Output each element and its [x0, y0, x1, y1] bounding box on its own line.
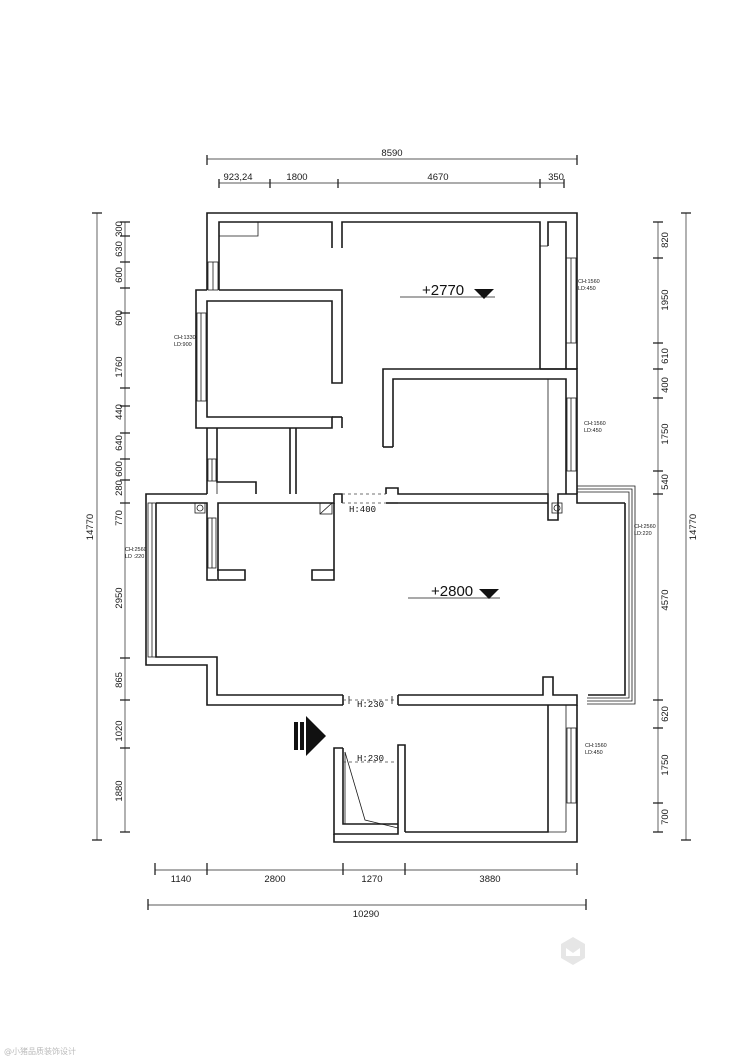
dim-left-seg: 2950 — [114, 587, 125, 608]
bay-window-right — [577, 485, 636, 705]
dim-right-seg: 1750 — [660, 754, 671, 775]
dim-right-seg: 540 — [660, 474, 671, 490]
dim-left-seg: 1880 — [114, 780, 125, 801]
dim-left-seg: 600 — [114, 461, 125, 477]
walls — [145, 212, 626, 843]
window-labels: CH:1560 LD:450 CH:1330 LD:900 CH:1560 LD… — [125, 279, 656, 756]
dim-bottom-seg-1: 1140 — [171, 874, 191, 885]
dim-bottom-seg-4: 3880 — [479, 874, 500, 885]
entrance-arrow-icon — [294, 716, 326, 756]
bottom-dimensions: 1140 2800 1270 3880 10290 — [147, 863, 587, 920]
watermark-text: @小猪品质装饰设计 — [4, 1046, 76, 1056]
dim-left-seg: 1760 — [114, 356, 125, 377]
dim-left-seg: 600 — [114, 267, 125, 283]
window-label: CH:1560 — [578, 279, 600, 285]
dim-bottom-seg-3: 1270 — [361, 874, 382, 885]
opening-corridor-label: H:400 — [349, 505, 376, 515]
dim-right-seg: 820 — [660, 232, 671, 248]
fixtures — [194, 502, 563, 515]
right-dimensions: 14770 820 1950 610 400 1750 540 4570 620… — [653, 212, 699, 841]
dim-left-seg: 770 — [114, 510, 125, 526]
window-markers — [196, 257, 577, 804]
window-label: LD:900 — [174, 342, 192, 348]
window-label: CH:1560 — [585, 743, 607, 749]
dim-left-seg: 600 — [114, 310, 125, 326]
dim-right-seg: 610 — [660, 348, 671, 364]
window-label: LD:450 — [585, 750, 603, 756]
elevation-upper: +2770 — [400, 282, 495, 299]
dim-left-seg: 865 — [114, 672, 125, 688]
elevation-upper-label: +2770 — [422, 282, 464, 299]
elevation-main-label: +2800 — [431, 583, 473, 600]
dim-right-seg: 620 — [660, 706, 671, 722]
dim-left-seg: 440 — [114, 404, 125, 420]
bay-window-left — [147, 502, 157, 658]
window-label: CH:2560 — [634, 524, 656, 530]
left-dimensions: 14770 300 630 600 600 1760 440 640 600 2… — [85, 212, 130, 841]
openings: H:400 H:230 H:230 — [342, 493, 398, 764]
elevation-main: +2800 — [408, 583, 500, 600]
dim-bottom-seg-2: 2800 — [264, 874, 285, 885]
window-label: LD:220 — [634, 531, 652, 537]
dim-right-seg: 700 — [660, 809, 671, 825]
dim-top-seg-2: 1800 — [286, 172, 307, 183]
dim-left-seg: 280 — [114, 480, 125, 496]
dim-right-total: 14770 — [688, 514, 699, 540]
dim-top-seg-1: 923,24 — [223, 172, 252, 183]
dim-top-seg-4: 350 — [548, 172, 564, 183]
top-dimensions: 8590 923,24 1800 4670 350 — [206, 148, 578, 188]
dim-right-seg: 4570 — [660, 589, 671, 610]
window-label: LD:450 — [584, 428, 602, 434]
window-label: LD :220 — [125, 554, 144, 560]
dim-right-seg: 1750 — [660, 423, 671, 444]
window-label: CH:1560 — [584, 421, 606, 427]
window-label: CH:1330 — [174, 335, 196, 341]
dim-left-seg: 640 — [114, 435, 125, 451]
dim-left-seg: 300 — [114, 221, 125, 237]
dim-right-seg: 400 — [660, 377, 671, 393]
dim-left-total: 14770 — [85, 514, 96, 540]
dim-left-seg: 1020 — [114, 720, 125, 741]
dim-left-seg: 630 — [114, 241, 125, 257]
dim-top-seg-3: 4670 — [427, 172, 448, 183]
dim-top-total: 8590 — [381, 148, 402, 159]
opening-living-label: H:230 — [357, 700, 384, 710]
dim-right-seg: 1950 — [660, 289, 671, 310]
window-label: LD:450 — [578, 286, 596, 292]
window-label: CH:2560 — [125, 547, 147, 553]
opening-stair-label: H:230 — [357, 754, 384, 764]
watermark-logo-icon — [561, 937, 585, 965]
dim-bottom-total: 10290 — [353, 909, 379, 920]
